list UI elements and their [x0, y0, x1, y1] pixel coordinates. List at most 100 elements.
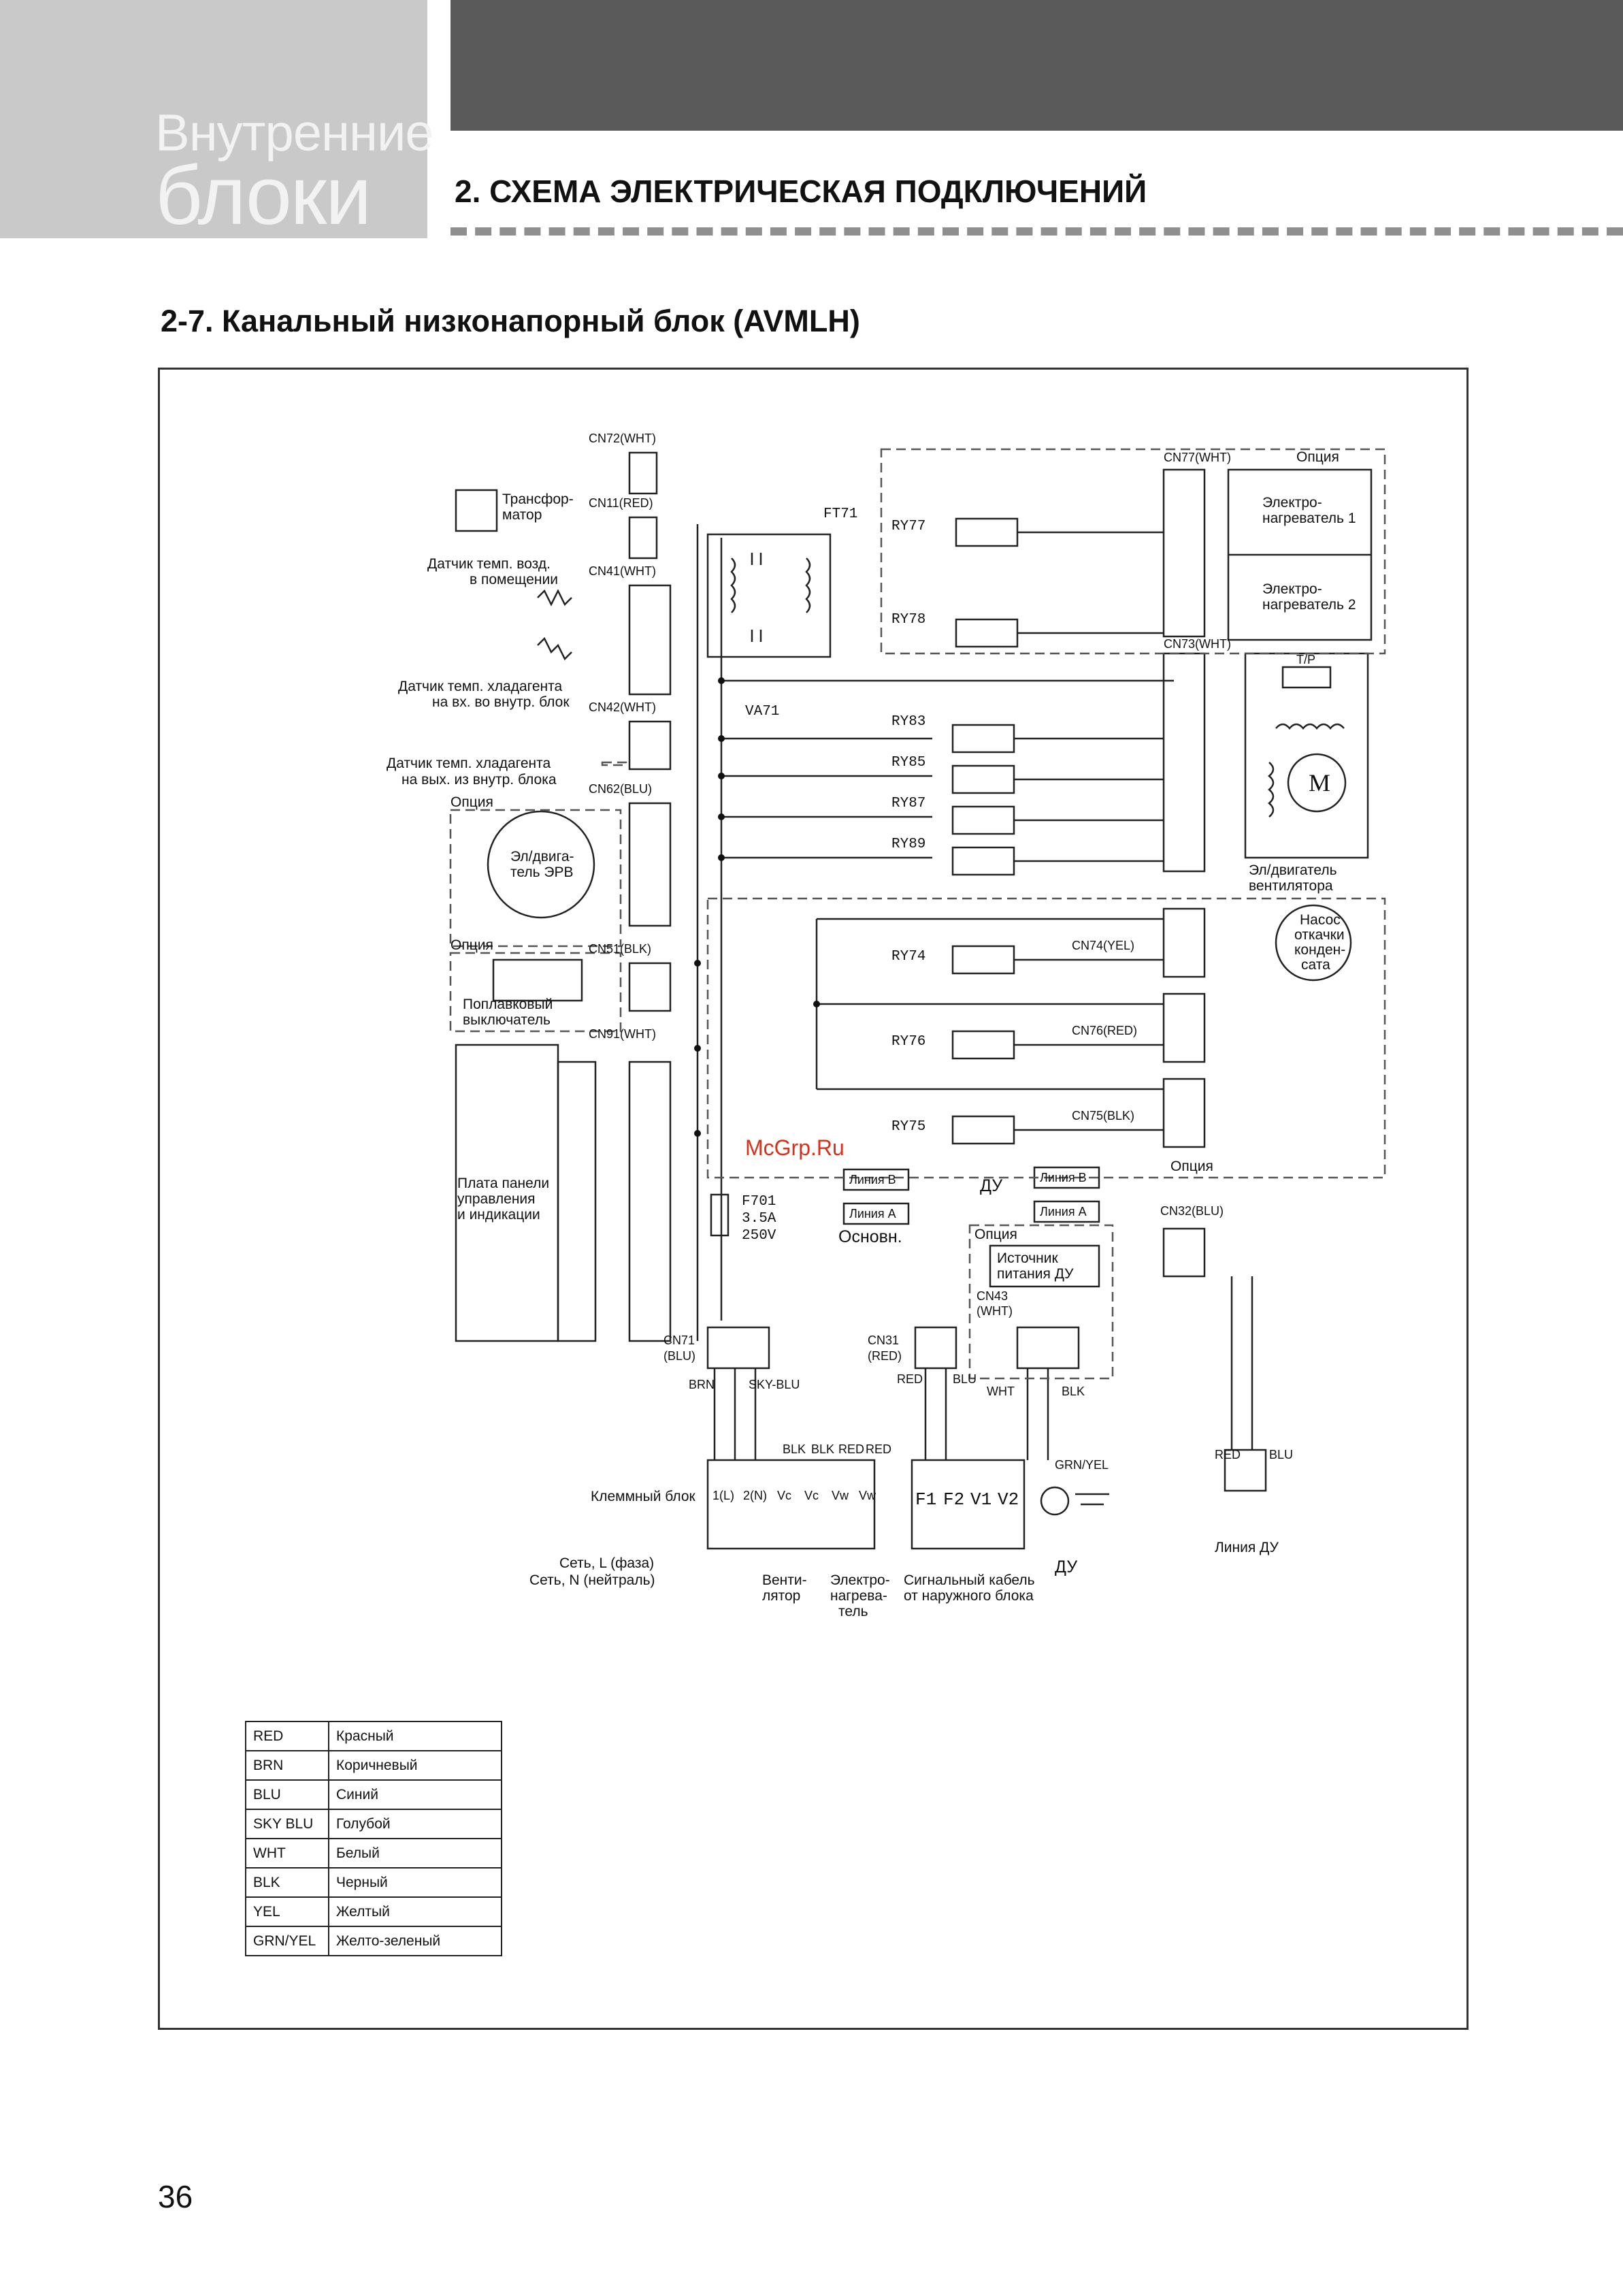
main-label: Основн. [838, 1227, 902, 1246]
cn75-label: CN75(BLK) [1072, 1109, 1134, 1122]
du-source-label-2: питания ДУ [997, 1266, 1074, 1282]
legend-code: RED [245, 1721, 329, 1751]
signal-cable-label-2: от наружного блока [904, 1588, 1034, 1604]
mains-l-label: Сеть, L (фаза) [559, 1555, 654, 1571]
du-line-label: Линия ДУ [1215, 1540, 1279, 1555]
ry78-label: RY78 [891, 612, 925, 628]
legend-name: Черный [328, 1867, 502, 1898]
wire-sky-blu: SKY-BLU [749, 1378, 800, 1391]
legend-name: Красный [328, 1721, 502, 1751]
legend-code: BRN [245, 1750, 329, 1781]
wire-blu-du: BLU [1269, 1448, 1293, 1461]
cn73-label: CN73(WHT) [1164, 637, 1231, 651]
inlet-sensor-label-1: Датчик темп. хладагента [398, 679, 563, 694]
terminal-vw-2: Vw [859, 1489, 876, 1502]
page-number: 36 [158, 2179, 193, 2214]
float-switch-label-2: выключатель [463, 1012, 551, 1028]
wire-grn-yel: GRN/YEL [1055, 1458, 1109, 1472]
ry77-label: RY77 [891, 519, 925, 534]
legend-code: YEL [245, 1896, 329, 1927]
cn43-color: (WHT) [977, 1304, 1013, 1318]
outlet-sensor-label-2: на вых. из внутр. блока [401, 772, 557, 788]
cn77-label: CN77(WHT) [1164, 451, 1231, 464]
cn41-label: CN41(WHT) [589, 564, 656, 578]
heater1-label-2: нагреватель 1 [1262, 511, 1356, 526]
legend-code: GRN/YEL [245, 1926, 329, 1956]
terminal-block-label: Клеммный блок [591, 1489, 696, 1504]
transformer-label-1: Трансфор- [502, 491, 574, 507]
fan-motor-label-1: Эл/двигатель [1249, 862, 1337, 878]
pump-label-3: конден- [1294, 942, 1345, 958]
page-subtitle: 2-7. Канальный низконапорный блок (AVMLH… [161, 304, 860, 338]
cn51-label: CN51(BLK) [589, 942, 651, 956]
option-label-heater: Опция [1296, 449, 1339, 465]
cn11-label: CN11(RED) [589, 496, 653, 510]
legend-code: BLK [245, 1867, 329, 1898]
ry75-label: RY75 [891, 1119, 925, 1135]
pump-label-2: откачки [1294, 927, 1345, 943]
ry83-label: RY83 [891, 714, 925, 730]
cn42-label: CN42(WHT) [589, 700, 656, 714]
f701-label: F701 [742, 1194, 776, 1210]
cn91-label: CN91(WHT) [589, 1027, 656, 1041]
option-label-du: Опция [1170, 1159, 1213, 1174]
terminal-f1: F1 [915, 1489, 936, 1510]
terminal-vc-2: Vc [804, 1489, 819, 1502]
cn31-label: CN31 [868, 1333, 899, 1347]
room-sensor-label-1: Датчик темп. возд. [427, 556, 551, 572]
room-sensor-label-2: в помещении [470, 572, 558, 587]
ry74-label: RY74 [891, 949, 925, 965]
terminal-1l: 1(L) [712, 1489, 734, 1502]
wire-blu-cn31: BLU [953, 1372, 977, 1386]
panel-label-1: Плата панели [457, 1176, 549, 1191]
heater-label-2: нагрева- [830, 1588, 887, 1604]
ft71-label: FT71 [823, 506, 857, 522]
ry76-label: RY76 [891, 1034, 925, 1050]
fan-motor-label-2: вентилятора [1249, 878, 1333, 894]
du-label-bottom: ДУ [1055, 1557, 1077, 1577]
diagram-frame [158, 368, 1469, 2030]
wire-red-2: RED [866, 1442, 891, 1456]
cn74-label: CN74(YEL) [1072, 939, 1134, 952]
panel-label-2: управления [457, 1191, 536, 1207]
tp-label: T/P [1296, 653, 1315, 666]
watermark: McGrp.Ru [745, 1135, 845, 1160]
line-a-main-label: Линия А [849, 1207, 896, 1220]
wire-wht-cn43: WHT [987, 1385, 1015, 1398]
eev-label-2: тель ЭРВ [510, 864, 574, 880]
option-label-float: Опция [450, 937, 493, 953]
legend-name: Желто-зеленый [328, 1926, 502, 1956]
ry89-label: RY89 [891, 837, 925, 852]
wire-red-cn31: RED [897, 1372, 923, 1386]
terminal-v1: V1 [970, 1489, 991, 1510]
terminal-f2: F2 [943, 1489, 964, 1510]
wire-blk-2: BLK [811, 1442, 834, 1456]
cn71-color: (BLU) [663, 1349, 695, 1363]
section-tab [0, 0, 427, 238]
line-b-du-label: Линия В [1040, 1171, 1087, 1184]
section-title-line1: Внутренние [155, 104, 434, 162]
cn71-label: CN71 [663, 1333, 695, 1347]
fan-label-2: лятор [762, 1588, 800, 1604]
motor-symbol: M [1309, 769, 1330, 796]
inlet-sensor-label-2: на вх. во внутр. блок [432, 694, 570, 710]
legend-code: SKY BLU [245, 1809, 329, 1839]
legend-code: WHT [245, 1838, 329, 1869]
header-divider [450, 227, 1623, 236]
cn43-label: CN43 [977, 1289, 1008, 1303]
option-label-du-source: Опция [974, 1227, 1017, 1242]
wire-red-1: RED [838, 1442, 864, 1456]
du-source-label-1: Источник [997, 1250, 1058, 1266]
legend-name: Белый [328, 1838, 502, 1869]
cn72-label: CN72(WHT) [589, 432, 656, 445]
option-label-eev: Опция [450, 794, 493, 810]
cn31-color: (RED) [868, 1349, 902, 1363]
panel-label-3: и индикации [457, 1207, 540, 1223]
